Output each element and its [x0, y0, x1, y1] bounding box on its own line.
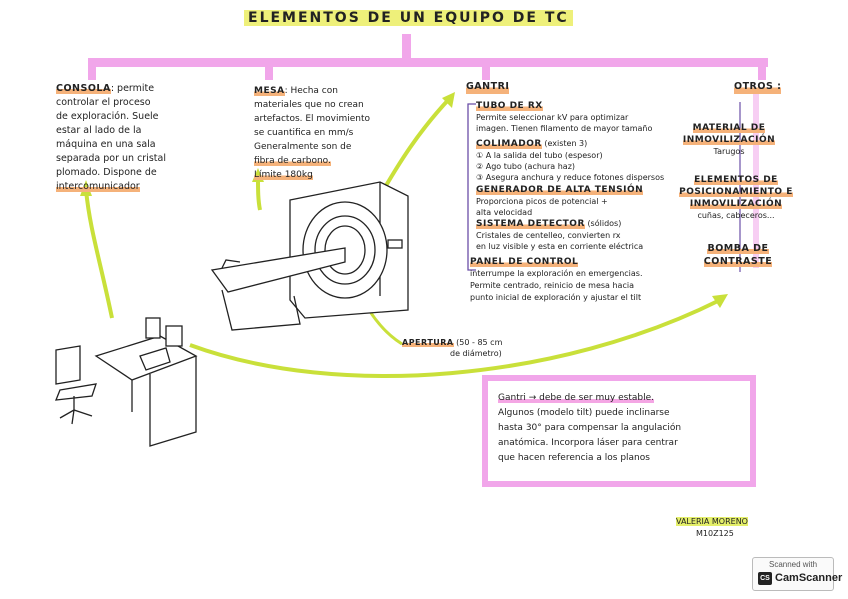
consola-line: máquina en una sala: [56, 139, 156, 150]
consola-line: : permite: [111, 83, 154, 94]
page-title: ELEMENTOS DE UN EQUIPO DE TC: [244, 10, 573, 26]
gantri-item-line: ② Ago tubo (achura haz): [476, 162, 575, 171]
mesa-line: : Hecha con: [285, 86, 338, 96]
branch-gantri: [482, 58, 490, 80]
otros-item-head: ELEMENTOS DE: [694, 175, 778, 185]
gantri-item-line: ③ Asegura anchura y reduce fotones dispe…: [476, 173, 664, 182]
gantri-item-line: interrumpe la exploración en emergencias…: [470, 269, 643, 278]
mesa-line: Límite 180kg: [254, 170, 313, 180]
camscanner-logo-icon: CS: [758, 572, 772, 585]
mesa-line: artefactos. El movimiento: [254, 114, 370, 124]
gantri-item-line: en luz visible y esta en corriente eléct…: [476, 242, 643, 251]
branch-mesa: [265, 58, 273, 80]
title-stem: [402, 34, 411, 62]
stamp-brand: CamScanner: [775, 572, 842, 584]
gantri-item-line: imagen. Tienen filamento de mayor tamaño: [476, 124, 652, 133]
author-name: VALERIA MORENO: [676, 517, 748, 526]
otros-item-head: INMOVILIZACIÓN: [683, 135, 775, 145]
arrow-mesa: [258, 178, 260, 210]
gantri-item-suffix: (existen 3): [544, 139, 587, 148]
apertura-label: APERTURA: [402, 338, 454, 347]
consola-line: intercomunicador: [56, 181, 140, 192]
otros-item-sub: Tarugos: [714, 147, 745, 156]
gantri-item-line: Permite seleccionar kV para optimizar: [476, 113, 628, 122]
mesa-line: fibra de carbono.: [254, 156, 331, 166]
mesa-section: MESA: Hecha con materiales que no crean …: [254, 84, 414, 182]
consola-line: plomado. Dispone de: [56, 167, 157, 178]
otros-item: ELEMENTOS DE POSICIONAMIENTO E INMOVILIZ…: [676, 174, 796, 222]
gantri-note-line: que hacen referencia a los planos: [498, 453, 650, 463]
gantri-item-line: punto inicial de exploración y ajustar e…: [470, 293, 641, 302]
apertura-note: (50 - 85 cm: [456, 338, 502, 347]
otros-item-head: MATERIAL DE: [693, 123, 766, 133]
otros-label: OTROS :: [734, 80, 781, 94]
arrow-consola: [86, 190, 112, 318]
gantri-item-head: SISTEMA DETECTOR: [476, 219, 585, 229]
gantri-item-line: ① A la salida del tubo (espesor): [476, 151, 603, 160]
mesa-line: se cuantifica en mm/s: [254, 128, 353, 138]
consola-line: de exploración. Suele: [56, 111, 159, 122]
consola-label: CONSOLA: [56, 83, 111, 94]
otros-item: BOMBA DE CONTRASTE: [688, 242, 788, 268]
stamp-line1: Scanned with: [753, 560, 833, 569]
gantri-item: TUBO DE RX Permite seleccionar kV para o…: [476, 100, 696, 134]
gantri-note-line: Gantri → debe de ser muy estable.: [498, 393, 654, 403]
mesa-line: Generalmente son de: [254, 142, 351, 152]
otros-item-head: POSICIONAMIENTO E: [679, 187, 793, 197]
gantri-note-line: Algunos (modelo tilt) puede inclinarse: [498, 408, 670, 418]
gantri-label: GANTRI: [466, 80, 509, 94]
gantri-note-line: anatómica. Incorpora láser para centrar: [498, 438, 678, 448]
gantri-note-box: Gantri → debe de ser muy estable. Alguno…: [482, 375, 756, 487]
mesa-line: materiales que no crean: [254, 100, 364, 110]
otros-item-head: CONTRASTE: [704, 256, 772, 267]
console-desk-sketch: [56, 318, 196, 446]
gantri-item-head: PANEL DE CONTROL: [470, 257, 578, 267]
gantri-item-line: Permite centrado, reinicio de mesa hacia: [470, 281, 634, 290]
consola-section: CONSOLA: permite controlar el proceso de…: [56, 82, 216, 194]
branch-consola: [88, 58, 96, 80]
branch-otros: [758, 58, 766, 80]
mesa-label: MESA: [254, 86, 285, 96]
gantri-item: GENERADOR DE ALTA TENSIÓN Proporciona pi…: [476, 184, 706, 218]
gantri-item: COLIMADOR (existen 3) ① A la salida del …: [476, 138, 706, 183]
camscanner-stamp: Scanned with CS CamScanner: [752, 557, 834, 591]
author-code: M10Z125: [676, 529, 734, 538]
otros-item-head: BOMBA DE: [707, 243, 768, 254]
ct-scanner-sketch: [212, 182, 408, 330]
gantri-item: SISTEMA DETECTOR (sólidos) Cristales de …: [476, 218, 706, 252]
otros-item-head: INMOVILIZACIÓN: [690, 199, 782, 209]
gantri-item-head: GENERADOR DE ALTA TENSIÓN: [476, 185, 643, 195]
gantri-item-line: Proporciona picos de potencial +: [476, 197, 608, 206]
gantri-item-line: alta velocidad: [476, 208, 532, 217]
consola-line: controlar el proceso: [56, 97, 151, 108]
gantri-item: PANEL DE CONTROL interrumpe la exploraci…: [470, 256, 710, 304]
author-block: VALERIA MORENO M10Z125: [676, 516, 748, 540]
gantri-item-head: TUBO DE RX: [476, 101, 543, 111]
gantri-item-head: COLIMADOR: [476, 139, 542, 149]
otros-item-sub: cuñas, cabeceros...: [697, 211, 774, 220]
gantri-note-line: hasta 30° para compensar la angulación: [498, 423, 681, 433]
gantri-item-suffix: (sólidos): [587, 219, 621, 228]
apertura-section: APERTURA (50 - 85 cm de diámetro): [402, 337, 532, 359]
apertura-note: de diámetro): [402, 349, 502, 358]
consola-line: separada por un cristal: [56, 153, 166, 164]
consola-line: estar al lado de la: [56, 125, 141, 136]
gantri-bracket: [468, 104, 476, 270]
otros-item: MATERIAL DE INMOVILIZACIÓN Tarugos: [674, 122, 784, 158]
gantri-item-line: Cristales de centelleo, convierten rx: [476, 231, 621, 240]
connector-bar: [88, 58, 768, 67]
